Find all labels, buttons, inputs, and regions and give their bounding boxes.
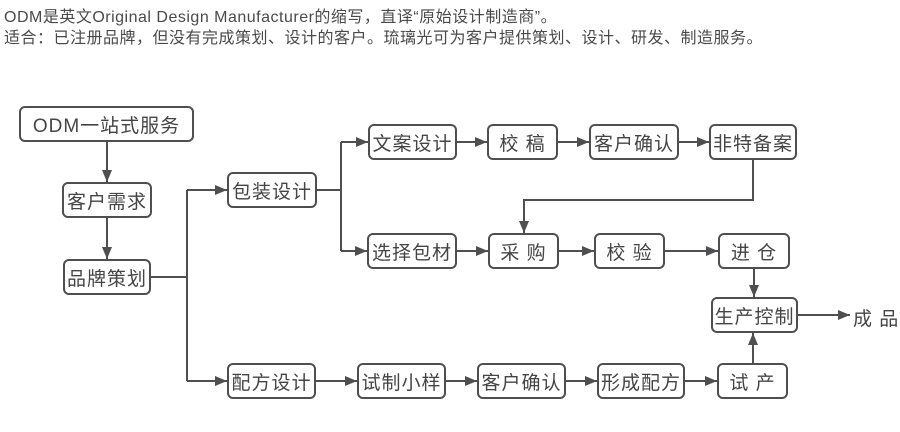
flow-node-purchase: 采 购	[488, 233, 559, 269]
flow-node-select-materials: 选择包材	[367, 233, 457, 269]
flow-node-brand-planning: 品牌策划	[63, 259, 151, 295]
flow-node-special-filing: 非特备案	[709, 124, 797, 160]
flow-node-proofreading: 校 稿	[487, 124, 558, 160]
flow-node-odm-service: ODM一站式服务	[19, 106, 194, 142]
flow-node-warehouse: 进 仓	[718, 233, 790, 269]
intro-line-2: 适合：已注册品牌，但没有完成策划、设计的客户。琉璃光可为客户提供策划、设计、研发…	[4, 30, 764, 47]
flow-node-customer-confirm-formula: 客户确认	[477, 363, 566, 399]
intro-line-1: ODM是英文Original Design Manufacturer的缩写，直译…	[4, 9, 558, 26]
flow-label-finished-product: 成 品	[853, 309, 900, 330]
flow-node-formula-design: 配方设计	[227, 363, 316, 399]
flow-node-trial-sample: 试制小样	[357, 363, 446, 399]
flow-node-check: 校 验	[594, 233, 665, 269]
flow-node-production-control: 生产控制	[711, 297, 798, 333]
connector-special-filing-to-purchase	[519, 160, 754, 233]
flow-node-copy-design: 文案设计	[368, 124, 457, 160]
flow-node-packaging-design: 包装设计	[227, 172, 317, 208]
flow-node-trial-production: 试 产	[717, 363, 788, 399]
intro-text: ODM是英文Original Design Manufacturer的缩写，直译…	[4, 7, 763, 49]
flow-node-customer-confirm-packaging: 客户确认	[589, 124, 679, 160]
flow-node-form-formula: 形成配方	[597, 363, 685, 399]
flow-node-customer-needs: 客户需求	[62, 182, 152, 218]
